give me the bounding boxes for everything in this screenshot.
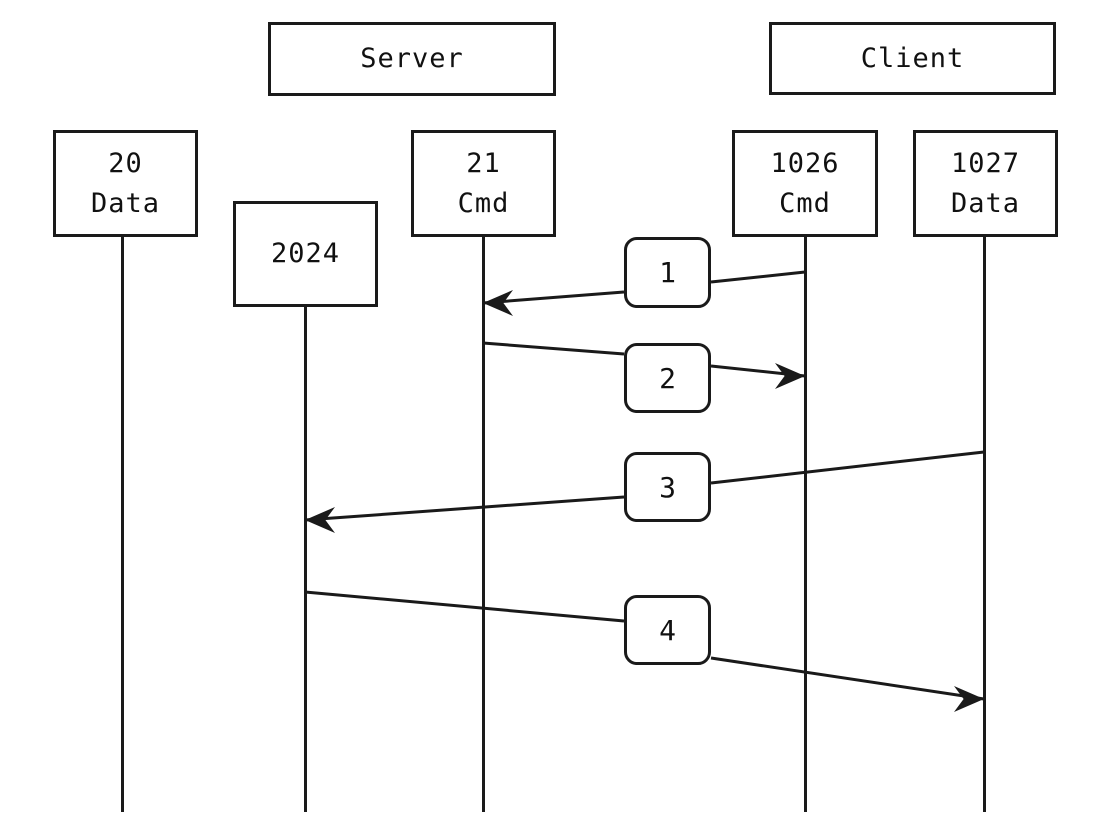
participant-kind-data: Data [950,187,1021,219]
message-line-m2-right [710,364,806,378]
participant-id-1027: 1027 [950,148,1021,180]
participant-kind-data: Data [90,187,161,219]
message-line-m3-right [710,450,985,485]
group-box-server: Server [268,22,556,96]
message-number: 1 [659,256,676,289]
participant-kind-cmd: Cmd [457,187,510,219]
message-label-box-4[interactable]: 4 [624,595,711,665]
participant-box-1026-cmd: 1026 Cmd [732,130,878,237]
arrowhead-m2 [775,363,805,389]
lifeline-p1026 [804,237,807,812]
message-label-box-3[interactable]: 3 [624,452,711,522]
message-label-box-2[interactable]: 2 [624,343,711,413]
group-box-client: Client [769,22,1056,95]
message-label-box-1[interactable]: 1 [624,237,711,308]
group-label-client: Client [860,42,965,74]
lifeline-p1027 [983,237,986,812]
message-line-m1-right [710,270,806,284]
participant-id-21: 21 [466,148,501,180]
participant-id-2024: 2024 [270,238,341,270]
arrowhead-m1 [483,290,513,316]
participant-box-20-data: 20 Data [53,130,198,237]
participant-box-21-cmd: 21 Cmd [411,130,556,237]
group-label-server: Server [360,43,464,75]
message-line-m3-left [304,495,625,522]
arrowhead-m4 [954,686,984,712]
lifeline-p20 [121,237,124,812]
arrowhead-m3 [305,507,335,533]
message-number: 4 [659,613,676,647]
message-line-m4-right [710,656,985,701]
lifeline-p21 [482,237,485,812]
participant-box-2024: 2024 [233,201,378,307]
participant-kind-cmd: Cmd [779,187,831,219]
message-line-m2-left [482,341,625,356]
message-line-m1-left [482,290,625,305]
message-line-m4-left [304,590,625,623]
participant-id-20: 20 [108,148,143,180]
participant-box-1027-data: 1027 Data [913,130,1058,237]
message-number: 2 [659,361,676,395]
lifeline-p2024 [304,307,307,812]
participant-id-1026: 1026 [770,148,840,180]
message-number: 3 [659,470,676,504]
